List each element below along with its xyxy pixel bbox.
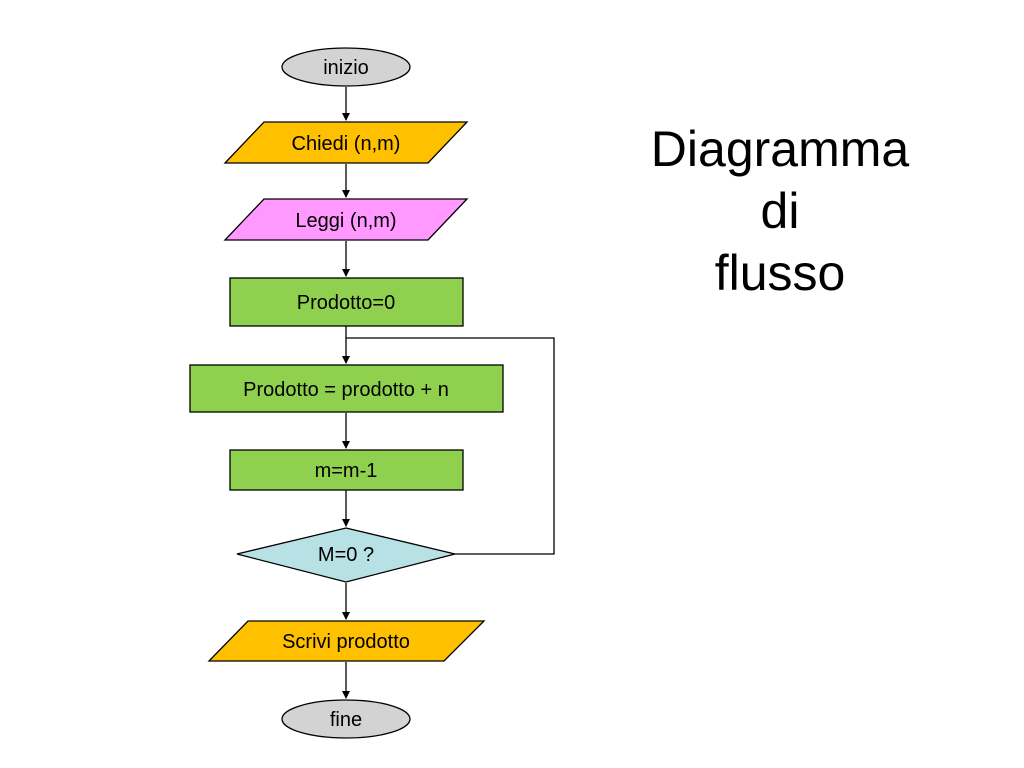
read-input-label: Leggi (n,m): [295, 210, 396, 232]
accumulate-label: Prodotto = prodotto + n: [243, 379, 449, 401]
end-node: fine: [281, 699, 411, 739]
slide-title: Diagramma di flusso: [600, 118, 960, 304]
check-diamond: [236, 527, 456, 583]
loop-back-arrow: [346, 337, 555, 555]
end-label: fine: [330, 709, 362, 731]
init-product-box: [229, 277, 464, 327]
init-product-node: Prodotto=0: [229, 277, 464, 327]
decrement-node: m=m-1: [229, 449, 464, 491]
start-node: inizio: [281, 47, 411, 87]
decrement-box: [229, 449, 464, 491]
ask-input-label: Chiedi (n,m): [292, 133, 401, 155]
title-line-2: di: [760, 183, 800, 239]
ask-input-node: Chiedi (n,m): [223, 121, 469, 164]
decrement-label: m=m-1: [315, 460, 378, 482]
write-output-parallelogram: [207, 620, 486, 662]
connectors: [342, 87, 555, 699]
start-ellipse: [281, 47, 411, 87]
write-output-node: Scrivi prodotto: [207, 620, 486, 662]
check-label: M=0 ?: [318, 544, 374, 566]
init-product-label: Prodotto=0: [297, 292, 395, 314]
check-node: M=0 ?: [236, 527, 456, 583]
accumulate-node: Prodotto = prodotto + n: [189, 364, 504, 413]
start-label: inizio: [323, 57, 369, 79]
accumulate-box: [189, 364, 504, 413]
title-line-1: Diagramma: [650, 121, 910, 177]
write-output-label: Scrivi prodotto: [282, 631, 410, 653]
end-ellipse: [281, 699, 411, 739]
read-input-node: Leggi (n,m): [223, 198, 469, 241]
read-input-parallelogram: [223, 198, 469, 241]
title-line-3: flusso: [714, 245, 846, 301]
ask-input-parallelogram: [223, 121, 469, 164]
